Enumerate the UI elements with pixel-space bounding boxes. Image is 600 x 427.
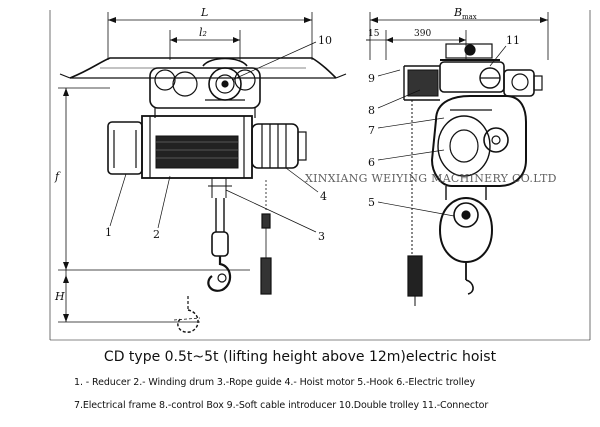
label-15: 15 [368, 29, 380, 39]
reducer [107, 121, 143, 175]
callout-4: 4 [320, 190, 327, 203]
callout-2: 2 [153, 228, 160, 241]
callout-3: 3 [318, 230, 325, 243]
legend-line-1: 1. - Reducer 2.- Winding drum 3.-Rope gu… [74, 377, 475, 388]
rope-guide [208, 178, 232, 198]
hoist-technical-drawing: L l₂ f H B max 15 390 1 2 3 4 5 6 7 8 9 … [49, 6, 591, 341]
legend-line-2: 7.Electrical frame 8.-control Box 9.-Sof… [74, 400, 489, 411]
side-trolley [439, 43, 505, 93]
callout-9: 9 [368, 72, 375, 85]
dimension-f [58, 87, 250, 271]
label-L: L [200, 6, 208, 19]
label-390: 390 [414, 29, 431, 39]
dimension-L [107, 12, 313, 60]
frame-lines [49, 10, 591, 341]
hoist-side-body [430, 95, 527, 187]
callout-6: 6 [368, 156, 375, 169]
label-f: f [54, 170, 61, 183]
dimension-15-390 [366, 30, 467, 60]
dimension-H [58, 270, 200, 323]
hook-block-left [207, 198, 232, 292]
label-H: H [54, 290, 65, 303]
hoist-motor [251, 123, 307, 169]
dimension-l2 [169, 30, 241, 60]
callout-1: 1 [105, 226, 112, 239]
lower-hook-dashed [173, 296, 201, 333]
callout-10: 10 [318, 34, 332, 47]
callout-5: 5 [368, 196, 375, 209]
callout-11: 11 [506, 34, 520, 47]
double-trolley [149, 57, 261, 118]
hook-block-side [438, 186, 494, 295]
electrical-frame [403, 65, 440, 101]
winding-drum [141, 115, 253, 179]
pendant-control [260, 180, 272, 295]
dimension-Bmax [369, 12, 549, 60]
callout-8: 8 [368, 104, 375, 117]
caption-title: CD type 0.5t~5t (lifting height above 12… [103, 349, 497, 365]
label-l2: l₂ [199, 26, 207, 39]
watermark: XINXIANG WEIYING MACHINERY CO.LTD [305, 172, 557, 185]
callout-leaders [109, 41, 507, 233]
label-Bmax-sub: max [462, 13, 477, 21]
label-Bmax: B [453, 6, 462, 19]
pendant-chain [407, 100, 423, 306]
side-trolley-motor [503, 69, 543, 97]
callout-7: 7 [368, 124, 375, 137]
